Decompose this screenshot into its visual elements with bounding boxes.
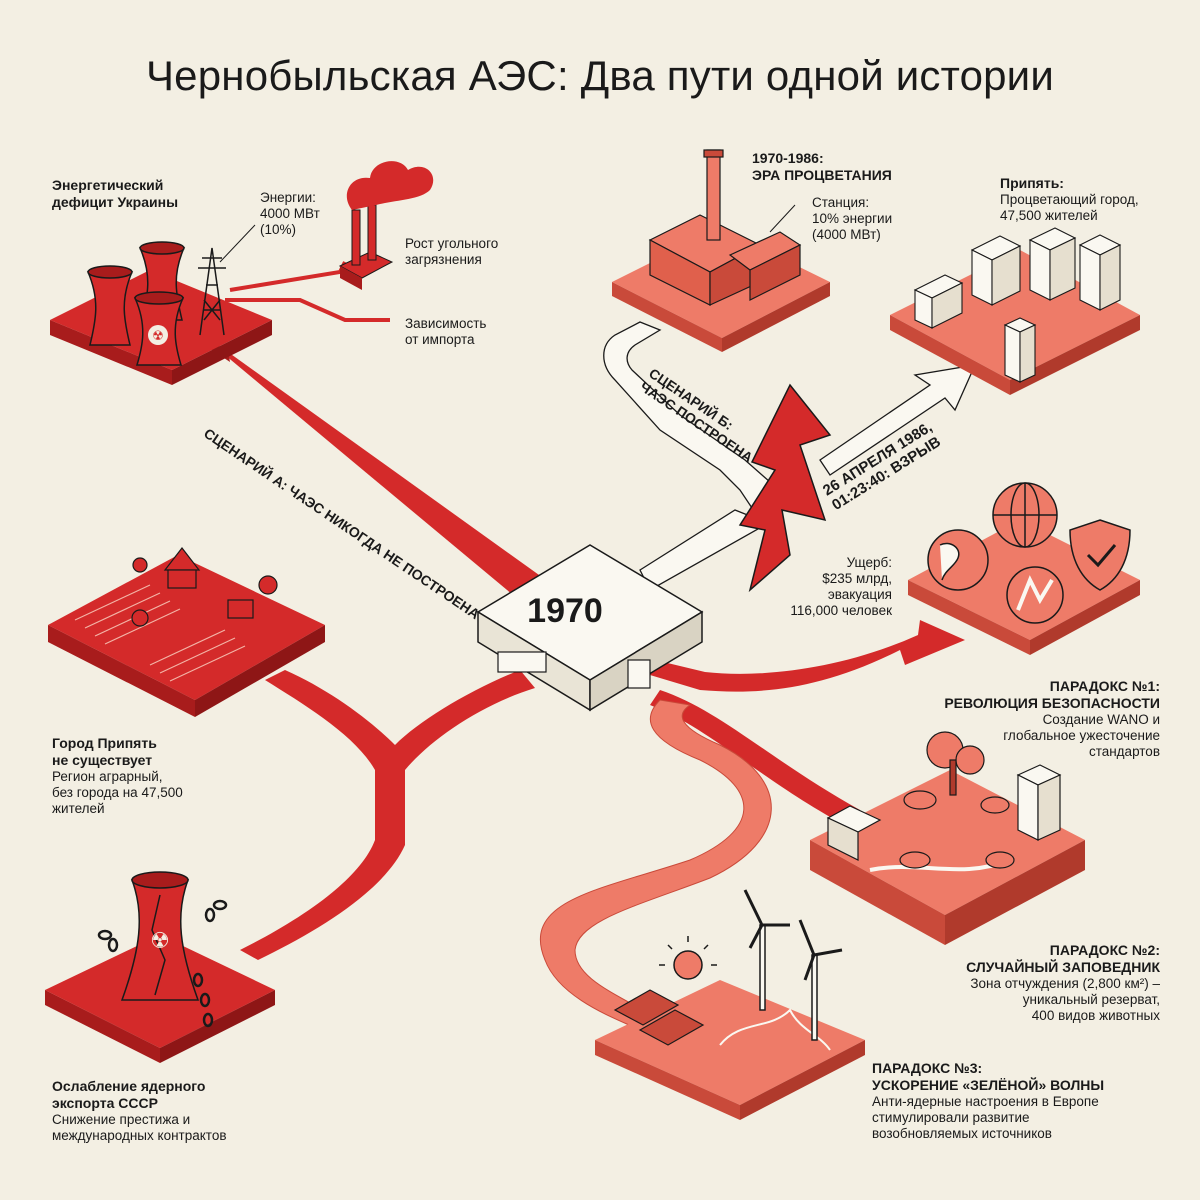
coal-pollution-label: Рост угольного загрязнения (405, 236, 499, 267)
lightning-bolt-icon (738, 383, 832, 593)
svg-text:☢: ☢ (150, 929, 170, 954)
power-pylon-icon (198, 247, 226, 336)
chain-icon (97, 899, 228, 1028)
solar-panel-icon (613, 989, 705, 1046)
globe-icon (927, 482, 1058, 591)
paradox1-block: ПАРАДОКС №1: РЕВОЛЮЦИЯ БЕЗОПАСНОСТИ Созд… (944, 678, 1160, 759)
svg-text:☢: ☢ (152, 329, 164, 344)
wind-turbine-icon (743, 889, 843, 1041)
damage-label: Ущерб: $235 млрд, эвакуация 116,000 чело… (790, 555, 892, 618)
pripyat-tile (890, 250, 1140, 395)
paradox2-tile (810, 770, 1085, 945)
shield-check-icon (1069, 519, 1131, 591)
page-title: Чернобыльская АЭС: Два пути одной истори… (145, 52, 1055, 99)
import-dependence-label: Зависимость от импорта (405, 316, 487, 347)
center-year: 1970 (527, 592, 603, 630)
scenario-b-road (539, 321, 977, 1031)
cooling-tower-icon: ☢ (86, 241, 186, 366)
paradox3-block: ПАРАДОКС №3: УСКОРЕНИЕ «ЗЕЛЁНОЙ» ВОЛНЫ А… (872, 1060, 1105, 1141)
pripyat-block: Припять: Процветающий город, 47,500 жите… (1000, 175, 1139, 223)
nuclear-export-block: Ослабление ядерного экспорта СССР Снижен… (52, 1078, 227, 1143)
wildlife-icon (826, 731, 1062, 869)
station-label: Станция: 10% энергии (4000 МВт) (812, 195, 893, 242)
center-1970-block (476, 544, 704, 712)
sun-icon (659, 936, 717, 980)
smokestack-icon (338, 161, 434, 290)
nuclear-plant-icon (648, 149, 802, 306)
energy-amount-label: Энергии: 4000 МВт (10%) (260, 190, 320, 237)
paradox2-block: ПАРАДОКС №2: СЛУЧАЙНЫЙ ЗАПОВЕДНИК Зона о… (966, 942, 1160, 1023)
wano-logo-icon (1006, 566, 1064, 624)
energy-callout-line (219, 224, 256, 263)
farm-icon (131, 547, 278, 627)
farm-tile (48, 555, 325, 717)
broken-tower-icon: ☢ (120, 871, 200, 1001)
city-blocks-icon (913, 227, 1122, 383)
station-callout-line (769, 204, 796, 233)
no-city-block: Город Припять не существует Регион аграр… (52, 735, 183, 816)
energy-deficit-heading: Энергетический дефицит Украины (52, 177, 179, 210)
prosperity-heading: 1970-1986: ЭРА ПРОЦВЕТАНИЯ (752, 150, 892, 183)
